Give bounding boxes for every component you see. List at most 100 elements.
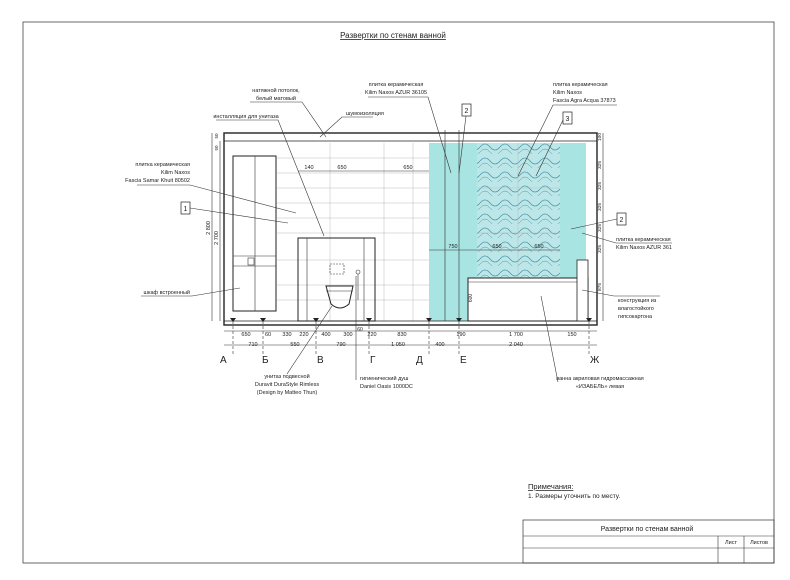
callout-soundproof: шумоизоляция — [319, 111, 384, 138]
toilet-installation — [297, 237, 376, 322]
svg-text:220: 220 — [367, 332, 376, 338]
svg-text:3: 3 — [566, 116, 570, 123]
svg-text:Fascia Agra Acqua 37873: Fascia Agra Acqua 37873 — [553, 98, 616, 104]
tag-1: 1 — [180, 201, 289, 224]
callout-tile-left: плитка керамическая Kilim Naxos Fascia S… — [125, 162, 297, 214]
svg-text:белый матовый: белый матовый — [256, 95, 296, 102]
svg-text:Fascia Samar Khuit 80502: Fascia Samar Khuit 80502 — [125, 178, 190, 184]
axis-label-g: Г — [370, 355, 376, 366]
svg-text:гигиенический душ: гигиенический душ — [360, 375, 409, 382]
tile-azur-panel-right — [560, 143, 586, 278]
dimension-inner: 140 650 650 750 650 650 600 — [298, 165, 560, 302]
callout-construction: конструкция из влагостойкого гипсокартон… — [581, 289, 660, 320]
svg-text:Duravit DuraStyle Rimless: Duravit DuraStyle Rimless — [255, 382, 319, 388]
svg-text:330: 330 — [282, 332, 291, 338]
svg-text:50: 50 — [214, 145, 219, 151]
svg-text:влагостойкого: влагостойкого — [618, 305, 654, 312]
title-block: Развертки по стенам ванной Лист Листов — [522, 519, 775, 564]
callout-bath: ванна акриловая гидромассажная «ИЗАБЕЛЬ»… — [540, 295, 644, 390]
svg-text:плитка керамическая: плитка керамическая — [369, 82, 424, 88]
svg-text:ванна акриловая гидромассажная: ванна акриловая гидромассажная — [556, 376, 644, 382]
title-block-sheets: Листов — [750, 540, 768, 546]
callout-tile-top-right: плитка керамическая Kilim Naxos Fascia A… — [517, 82, 617, 177]
svg-text:гипсокартона: гипсокартона — [618, 314, 653, 320]
svg-text:325: 325 — [597, 224, 603, 232]
svg-text:1 050: 1 050 — [391, 342, 405, 348]
svg-text:плитка керамическая: плитка керамическая — [553, 82, 608, 88]
svg-text:1: 1 — [184, 206, 188, 213]
title-block-name: Развертки по стенам ванной — [601, 525, 694, 533]
svg-text:220: 220 — [299, 332, 308, 338]
svg-text:650: 650 — [534, 244, 543, 250]
callout-toilet: унитаз подвесной Duravit DuraStyle Rimle… — [255, 305, 333, 396]
svg-text:2: 2 — [620, 217, 624, 224]
svg-text:2 800: 2 800 — [206, 221, 212, 235]
svg-text:60: 60 — [357, 327, 363, 333]
svg-text:унитаз подвесной: унитаз подвесной — [264, 373, 309, 380]
svg-text:инсталляция для унитаза: инсталляция для унитаза — [213, 114, 279, 120]
svg-text:(Design by Matteo Thun): (Design by Matteo Thun) — [257, 390, 318, 396]
svg-text:плитка керамическая: плитка керамическая — [135, 162, 190, 168]
callout-tile-right: плитка керамическая Kilim Naxos AZUR 361 — [581, 232, 672, 251]
dimension-right: 100 325 325 325 325 325 875 — [597, 133, 604, 321]
svg-text:710: 710 — [248, 342, 257, 348]
svg-text:2: 2 — [465, 108, 469, 115]
svg-text:140: 140 — [304, 165, 313, 171]
axis-markers — [230, 318, 592, 356]
svg-text:Kilim Naxos AZUR 36105: Kilim Naxos AZUR 36105 — [365, 90, 427, 96]
svg-text:650: 650 — [403, 165, 412, 171]
svg-text:шкаф встроенный: шкаф встроенный — [144, 289, 190, 296]
svg-text:300: 300 — [343, 332, 352, 338]
callout-install: инсталляция для унитаза — [213, 114, 325, 237]
elevation-drawing — [223, 130, 598, 326]
callout-cabinet: шкаф встроенный — [141, 287, 241, 297]
svg-text:Daniel Oasis 1000DC: Daniel Oasis 1000DC — [360, 384, 413, 390]
tag-3: 3 — [535, 111, 573, 177]
svg-text:325: 325 — [597, 161, 603, 169]
svg-text:1 700: 1 700 — [509, 332, 523, 338]
tile-grid — [277, 143, 560, 321]
tag-2-top: 2 — [458, 103, 472, 174]
svg-text:830: 830 — [397, 332, 406, 338]
svg-text:натяжной потолок,: натяжной потолок, — [252, 87, 300, 94]
dimension-left: 2 800 2 700 50 50 — [206, 133, 221, 321]
axis-label-v: В — [317, 355, 324, 366]
svg-text:650: 650 — [337, 165, 346, 171]
svg-text:650: 650 — [241, 332, 250, 338]
cabinet — [232, 155, 277, 312]
callout-tile-mid: плитка керамическая Kilim Naxos AZUR 361… — [365, 82, 452, 174]
svg-text:плитка керамическая: плитка керамическая — [616, 237, 671, 243]
axis-label-zh: Ж — [590, 355, 600, 366]
dimension-chain-row1: 650 60 330 220 400 300 60 220 830 190 1 … — [224, 327, 597, 338]
title-block-sheet: Лист — [725, 540, 737, 546]
notes-heading: Примечания: — [528, 482, 573, 491]
svg-text:600: 600 — [468, 294, 474, 303]
svg-text:конструкция из: конструкция из — [618, 298, 657, 304]
tile-pattern-panel — [477, 143, 560, 278]
page-title: Развертки по стенам ванной — [340, 31, 446, 40]
svg-text:190: 190 — [456, 332, 465, 338]
svg-text:2 040: 2 040 — [509, 342, 523, 348]
svg-text:50: 50 — [214, 133, 219, 139]
tag-2-right: 2 — [570, 212, 627, 230]
svg-text:100: 100 — [597, 133, 603, 141]
svg-text:550: 550 — [290, 342, 299, 348]
svg-text:«ИЗАБЕЛЬ» левая: «ИЗАБЕЛЬ» левая — [576, 384, 624, 390]
sheet-frame — [22, 21, 775, 564]
axis-label-d: Д — [416, 355, 423, 366]
bathtub — [467, 259, 589, 322]
svg-text:400: 400 — [321, 332, 330, 338]
callout-shower: гигиенический душ Daniel Oasis 1000DC — [355, 276, 413, 390]
svg-text:875: 875 — [597, 283, 603, 291]
svg-text:750: 750 — [448, 244, 457, 250]
svg-text:790: 790 — [336, 342, 345, 348]
svg-text:650: 650 — [492, 244, 501, 250]
svg-text:325: 325 — [597, 245, 603, 253]
svg-text:Kilim Naxos: Kilim Naxos — [161, 170, 190, 176]
svg-text:шумоизоляция: шумоизоляция — [346, 111, 384, 117]
svg-text:325: 325 — [597, 203, 603, 211]
dimension-chain-row2: 710 550 790 1 050 400 2 040 — [224, 342, 597, 348]
axis-label-a: А — [220, 355, 227, 366]
svg-text:60: 60 — [265, 332, 271, 338]
svg-text:Kilim Naxos AZUR 361: Kilim Naxos AZUR 361 — [616, 245, 672, 251]
